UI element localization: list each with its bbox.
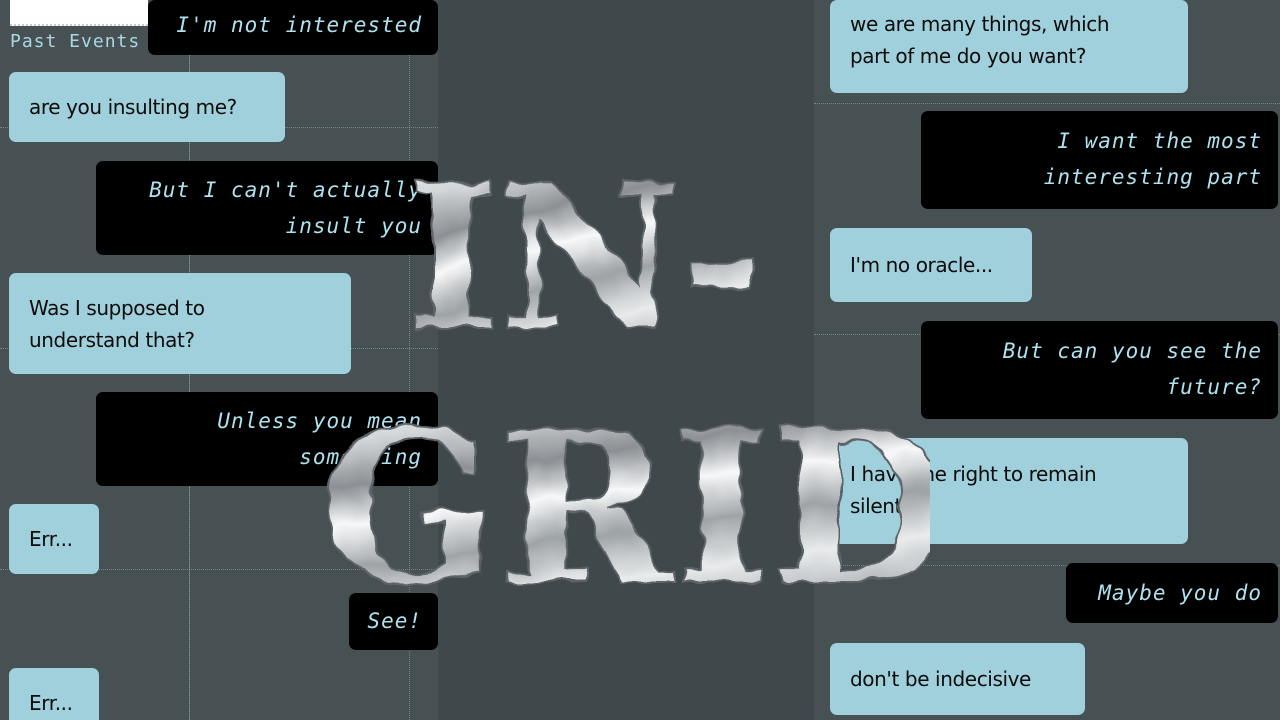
bot-message: See! (349, 593, 438, 650)
grid-line (409, 0, 410, 720)
message-text: Unless you mean (217, 409, 422, 433)
message-text: we are many things, which (850, 12, 1110, 36)
message-text: But I can't actually (149, 178, 422, 202)
grid-line (814, 103, 1280, 104)
bot-message: Unless you mean something (96, 392, 438, 486)
message-text: don't be indecisive (850, 667, 1031, 691)
right-chat-column[interactable]: we are many things, which part of me do … (814, 0, 1280, 720)
message-text: Err... (29, 527, 73, 551)
user-message: Err... (9, 668, 99, 720)
center-panel (438, 0, 814, 720)
past-events-label[interactable]: Past Events (10, 31, 141, 52)
message-text: silent (850, 494, 902, 518)
user-message: I have the right to remain silent (830, 438, 1188, 544)
bot-message: I'm not interested (148, 0, 438, 55)
user-message: don't be indecisive (830, 643, 1085, 715)
bot-message: But I can't actually insult you (96, 161, 438, 255)
message-text: Maybe you do (1098, 581, 1262, 605)
user-message: I'm no oracle... (830, 228, 1032, 302)
message-text: I'm not interested (176, 13, 422, 37)
message-text: See! (367, 609, 422, 633)
message-text: Was I supposed to (29, 296, 205, 320)
message-text: insult you (285, 214, 422, 238)
bot-message: Maybe you do (1066, 563, 1278, 623)
message-text: part of me do you want? (850, 44, 1087, 68)
user-message: Err... (9, 504, 99, 574)
message-text: future? (1166, 375, 1262, 399)
message-text: interesting part (1043, 165, 1262, 189)
event-card[interactable] (10, 0, 148, 26)
user-message: we are many things, which part of me do … (830, 0, 1188, 93)
left-chat-column[interactable]: Past Events I'm not interested are you i… (0, 0, 438, 720)
message-text: I want the most (1057, 129, 1262, 153)
message-text: But can you see the (1002, 339, 1262, 363)
user-message: Was I supposed to understand that? (9, 273, 351, 374)
message-text: understand that? (29, 328, 195, 352)
message-text: I have the right to remain (850, 462, 1097, 486)
grid-line (814, 565, 1280, 566)
user-message: are you insulting me? (9, 72, 285, 142)
bot-message: But can you see the future? (921, 321, 1278, 419)
message-text: Err... (29, 691, 73, 715)
message-text: are you insulting me? (29, 95, 237, 119)
grid-line (0, 569, 438, 570)
bot-message: I want the most interesting part (921, 111, 1278, 209)
message-text: something (299, 445, 422, 469)
message-text: I'm no oracle... (850, 253, 993, 277)
